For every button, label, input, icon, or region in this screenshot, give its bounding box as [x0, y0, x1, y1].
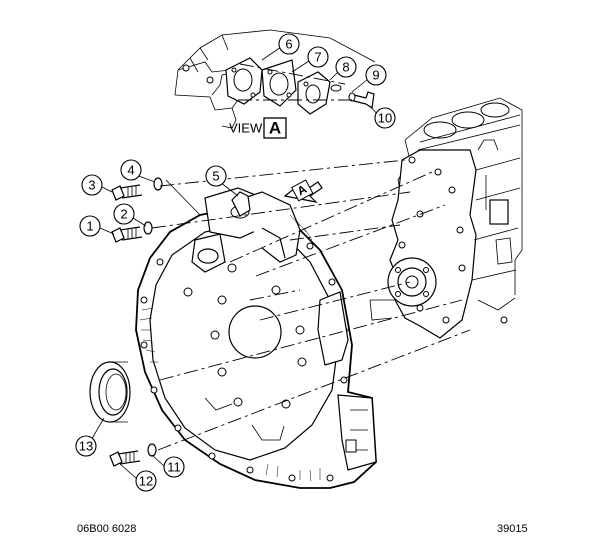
- svg-text:4: 4: [127, 163, 134, 178]
- rear-seal: [89, 361, 131, 423]
- svg-text:2: 2: [120, 207, 127, 222]
- svg-text:1: 1: [86, 219, 93, 234]
- svg-text:7: 7: [314, 50, 321, 65]
- svg-text:6: 6: [285, 37, 292, 52]
- callout-13: 13: [75, 435, 97, 457]
- view-letter-box: [263, 117, 287, 139]
- callout-9: 9: [365, 64, 387, 86]
- view-a-arrow: A: [283, 179, 323, 203]
- view-a-detail: VIEW A: [174, 29, 379, 139]
- callouts: 1 2 3 4 5 6 7 8: [75, 33, 396, 492]
- callout-10: 10: [374, 107, 396, 129]
- svg-text:13: 13: [79, 439, 93, 454]
- callout-7: 7: [307, 46, 329, 68]
- view-label: VIEW: [229, 121, 263, 136]
- hardware: [109, 177, 251, 467]
- callout-11: 11: [163, 456, 185, 478]
- engine-block: [369, 97, 523, 339]
- callout-12: 12: [135, 470, 157, 492]
- callout-2: 2: [113, 203, 135, 225]
- callout-5: 5: [205, 165, 227, 187]
- figure-code-left: 06B00 6028: [77, 523, 137, 535]
- svg-text:5: 5: [212, 169, 219, 184]
- callout-4: 4: [120, 159, 142, 181]
- svg-text:3: 3: [88, 178, 95, 193]
- svg-text:8: 8: [342, 60, 349, 75]
- alignment-lines: [151, 159, 471, 451]
- svg-text:10: 10: [378, 111, 392, 126]
- callout-8: 8: [335, 56, 357, 78]
- svg-text:11: 11: [167, 460, 181, 475]
- callout-1: 1: [79, 215, 101, 237]
- callout-3: 3: [81, 174, 103, 196]
- svg-text:9: 9: [372, 68, 379, 83]
- callout-6: 6: [278, 33, 300, 55]
- view-letter: A: [269, 119, 281, 138]
- figure-code-right: 39015: [497, 523, 528, 535]
- svg-text:12: 12: [139, 474, 153, 489]
